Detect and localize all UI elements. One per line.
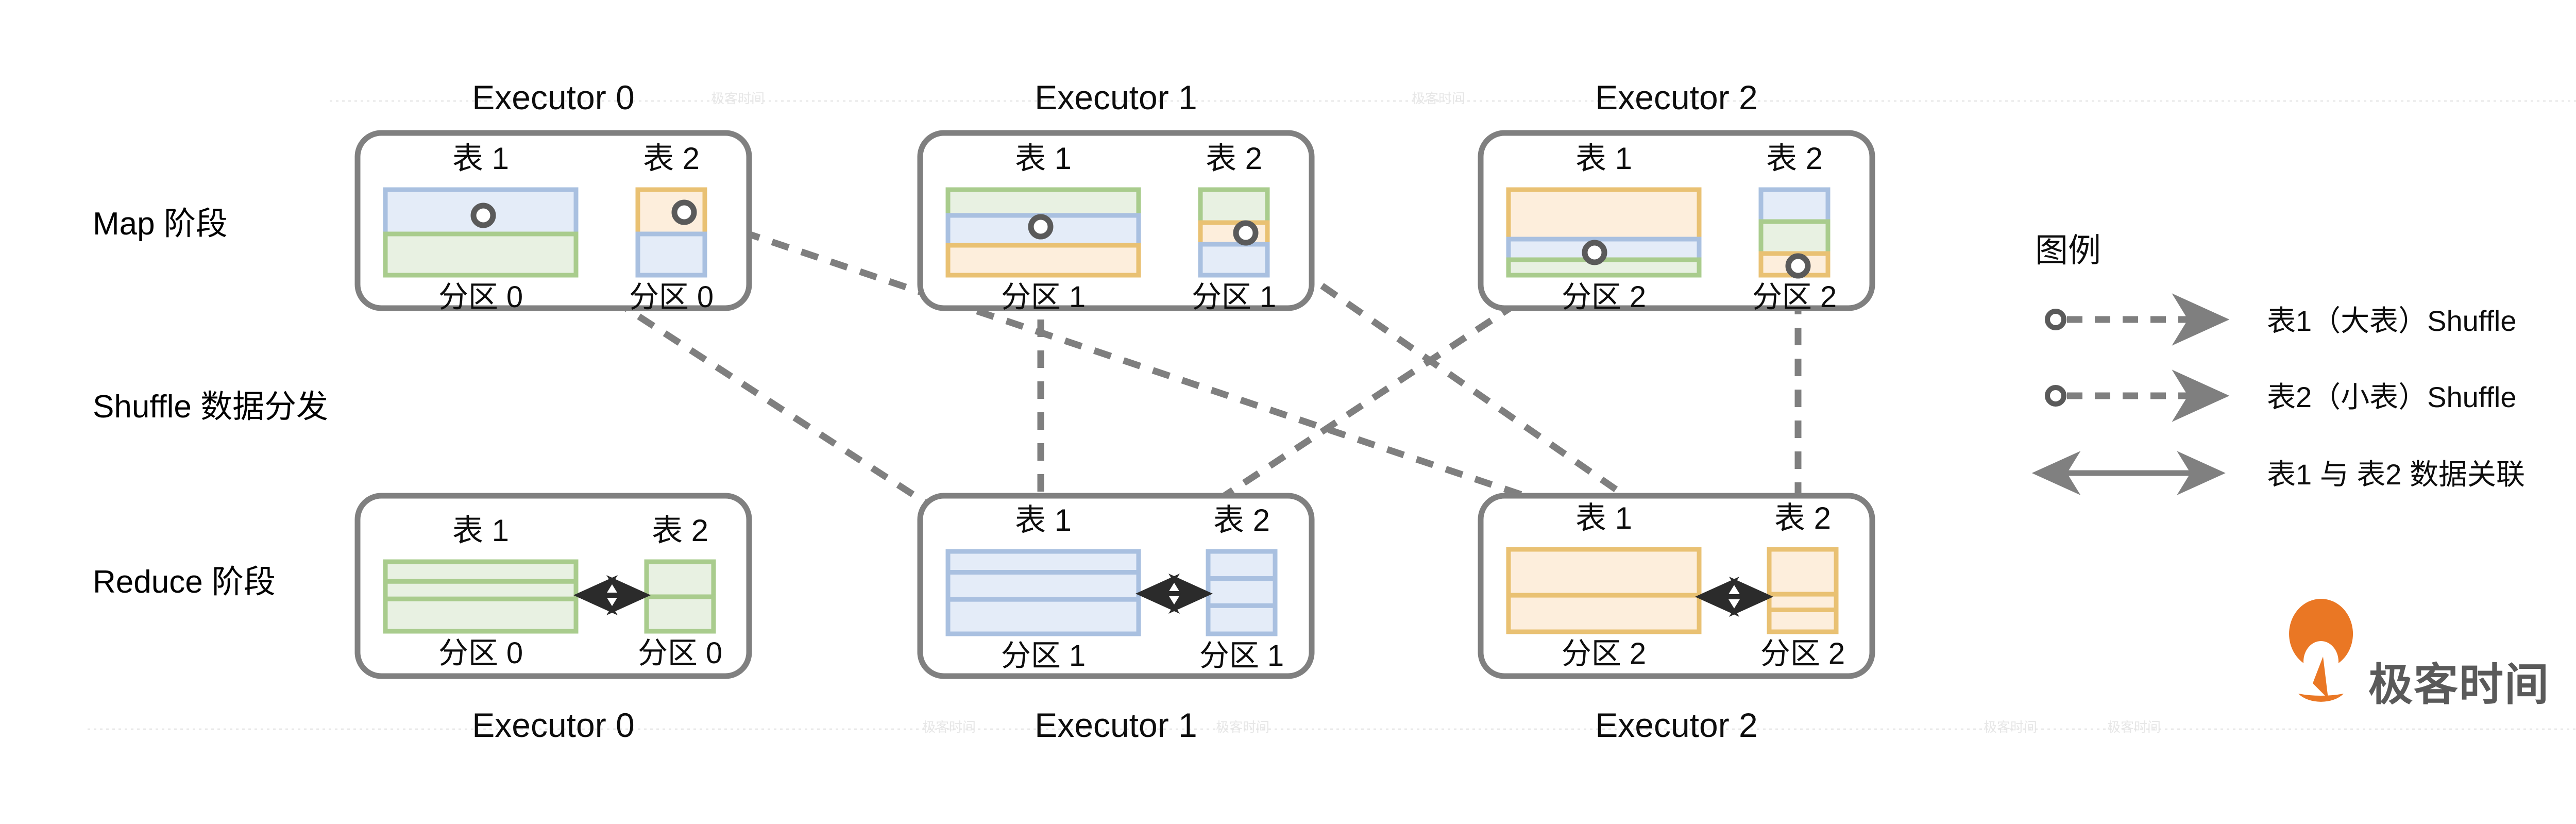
watermark: 极客时间 [1216, 719, 1269, 735]
table-band [1767, 547, 1839, 597]
shuffle-source-dot [470, 203, 496, 228]
table-name-label: 表 1 [1015, 141, 1072, 176]
table-band [383, 559, 579, 584]
executor-label-top: Executor 2 [1595, 78, 1758, 116]
stage-label-reduce: Reduce 阶段 [93, 564, 276, 600]
table-name-label: 表 1 [1015, 503, 1072, 537]
table-block: 表 2 分区 1 [1192, 141, 1276, 314]
table-band [1198, 187, 1270, 225]
partition-label: 分区 2 [1562, 637, 1646, 670]
stage-label-shuffle: Shuffle 数据分发 [93, 389, 328, 425]
watermark: 极客时间 [1412, 91, 1465, 106]
table-name-label: 表 2 [652, 513, 708, 548]
table-name-label: 表 2 [643, 141, 700, 176]
table-block: 表 1 分区 1 [945, 503, 1141, 672]
geektime-pin-icon [2289, 599, 2353, 702]
legend-item-label: 表1（大表）Shuffle [2267, 305, 2516, 337]
table-block: 表 2 分区 2 [1752, 141, 1837, 314]
watermark: 极客时间 [922, 719, 976, 735]
partition-label: 分区 0 [438, 636, 523, 670]
partition-label: 分区 0 [629, 280, 714, 314]
connector-dots-layer [470, 199, 1811, 279]
executor-label-top: Executor 0 [472, 78, 635, 116]
table-block: 表 1 分区 2 [1506, 141, 1702, 314]
partition-label: 分区 1 [1001, 639, 1086, 672]
table-band [635, 231, 707, 278]
table-name-label: 表 2 [1774, 501, 1831, 535]
legend-item-label: 表2（小表）Shuffle [2267, 381, 2516, 413]
executor-label-bottom: Executor 0 [472, 706, 635, 744]
table-band [383, 596, 579, 634]
table-block: 表 2 分区 2 [1760, 501, 1845, 670]
executor-label-bottom: Executor 1 [1035, 706, 1197, 744]
executor-label-top: Executor 1 [1035, 78, 1197, 116]
shuffle-arrow [1244, 230, 1798, 615]
shuffle-source-dot [1233, 220, 1259, 246]
table-band [945, 597, 1141, 636]
watermark: 极客时间 [1984, 719, 2037, 735]
legend-source-dot [2045, 309, 2066, 330]
partition-label: 分区 2 [1752, 280, 1837, 314]
map-stage-layer: 表 1 分区 0 表 2 分区 0 表 1 分区 1 表 2 分区 1 表 1 分区 2 表 2 分区… [354, 130, 1875, 314]
table-band [945, 570, 1141, 602]
reduce-stage-layer: 表 1 分区 0 表 2 分区 0 表 1 分区 1 表 2 分区 1 表 1 分区 2 表 2 分区… [354, 199, 1875, 679]
table-band [1206, 549, 1278, 581]
table-block: 表 1 分区 0 [383, 141, 579, 314]
table-name-label: 表 1 [452, 513, 509, 548]
table-band [1767, 592, 1839, 612]
table-band [1506, 187, 1702, 242]
partition-label: 分区 0 [438, 280, 523, 314]
table-band [383, 579, 579, 601]
partition-label: 分区 1 [1001, 280, 1086, 314]
table-band [644, 594, 716, 634]
labels-layer: Map 阶段 Shuffle 数据分发 Reduce 阶段 Executor 0 Exe… [93, 78, 1758, 744]
partition-label: 分区 2 [1760, 637, 1845, 670]
table-name-label: 表 1 [1575, 141, 1632, 176]
table-band [1506, 257, 1702, 278]
table-block: 表 2 分区 1 [1199, 503, 1284, 672]
table-band [1506, 593, 1702, 634]
table-band [383, 231, 579, 278]
table-band [945, 549, 1141, 575]
table-band [945, 243, 1141, 278]
table-band [1198, 242, 1270, 278]
partition-label: 分区 1 [1192, 280, 1276, 314]
table-name-label: 表 1 [1575, 501, 1632, 535]
legend-item-label: 表1 与 表2 数据关联 [2267, 458, 2525, 491]
table-band [945, 187, 1141, 218]
legend-source-dot [2045, 385, 2066, 407]
table-name-label: 表 1 [452, 141, 509, 176]
shuffle-source-dot [671, 199, 697, 225]
shuffle-source-dot [1582, 240, 1607, 265]
table-block: 表 1 分区 0 [383, 513, 579, 670]
table-name-label: 表 2 [1213, 503, 1270, 537]
table-band [1206, 576, 1278, 608]
geektime-wordmark: 极客时间 [2368, 660, 2550, 710]
executor-label-bottom: Executor 2 [1595, 706, 1758, 744]
table-block: 表 2 分区 0 [629, 141, 714, 314]
shuffle-source-dot [1028, 214, 1054, 240]
table-block: 表 1 分区 2 [1506, 501, 1702, 670]
partition-label: 分区 2 [1562, 280, 1646, 314]
table-band [1758, 219, 1831, 256]
footer-logo-layer: 极客时间 [2289, 599, 2550, 710]
watermark: 极客时间 [711, 91, 765, 106]
table-name-label: 表 2 [1766, 141, 1823, 176]
table-band [1506, 547, 1702, 598]
watermark: 极客时间 [2107, 719, 2161, 735]
stage-label-map: Map 阶段 [93, 206, 228, 242]
guide-lines-layer [88, 100, 2576, 730]
table-band [644, 559, 716, 599]
table-band [1767, 607, 1839, 634]
partition-label: 分区 1 [1199, 639, 1284, 672]
table-band [1758, 187, 1831, 224]
legend-title: 图例 [2035, 232, 2101, 269]
table-name-label: 表 2 [1206, 141, 1262, 176]
shuffle-source-dot [1785, 253, 1811, 279]
partition-label: 分区 0 [638, 636, 722, 670]
table-band [1206, 603, 1278, 636]
